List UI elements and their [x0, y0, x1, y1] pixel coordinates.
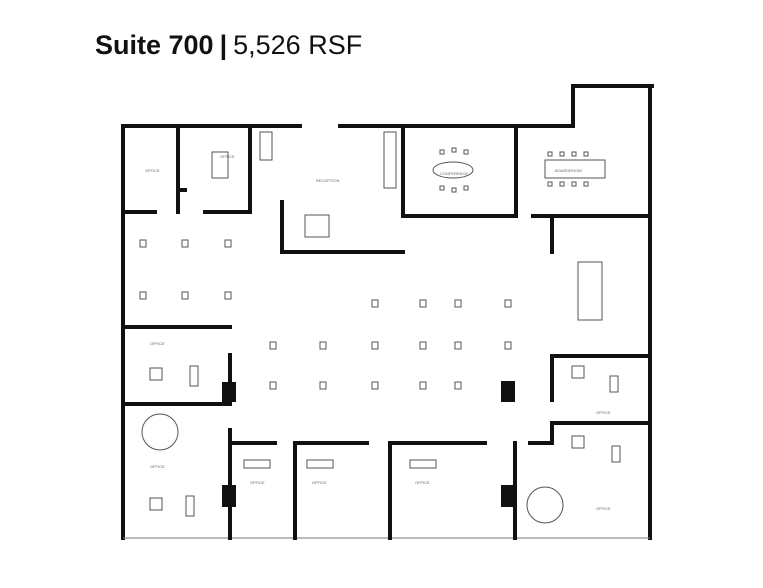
boardroom-table	[544, 151, 606, 187]
room-label: OFFICE	[596, 506, 611, 511]
room-label: BOARDROOM	[555, 168, 582, 173]
suite-number: Suite 700	[95, 30, 214, 60]
outer-walls	[121, 84, 654, 540]
office-furniture	[141, 131, 621, 524]
interior-walls	[121, 124, 652, 540]
room-label: OFFICE	[150, 464, 165, 469]
room-label: OFFICE	[312, 480, 327, 485]
room-label: OFFICE	[145, 168, 160, 173]
room-label: CONFERENCE	[440, 171, 468, 176]
room-label: OFFICE	[596, 410, 611, 415]
room-label: OFFICE	[220, 154, 235, 159]
workstations	[139, 239, 512, 390]
room-label: OFFICE	[150, 341, 165, 346]
structural-columns	[222, 381, 515, 507]
conference-table	[432, 147, 474, 193]
room-label: OFFICE	[415, 480, 430, 485]
title-separator: |	[219, 30, 228, 60]
page-title: Suite 700|5,526 RSF	[95, 30, 362, 61]
room-label: RECEPTION	[316, 178, 339, 183]
room-labels: OFFICE OFFICE RECEPTION CONFERENCE BOARD…	[145, 154, 611, 511]
rentable-area: 5,526 RSF	[233, 30, 363, 60]
room-label: OFFICE	[250, 480, 265, 485]
